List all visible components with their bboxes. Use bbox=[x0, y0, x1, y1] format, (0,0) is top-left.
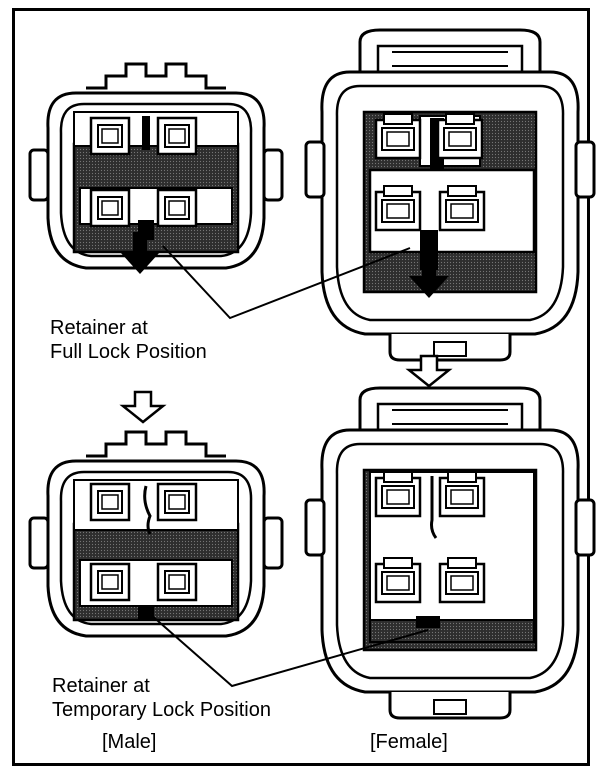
leader-line-temporary-lock bbox=[149, 613, 429, 688]
female-connector-temporary-lock bbox=[304, 386, 596, 720]
full-lock-label-line1: Retainer at bbox=[50, 317, 148, 339]
male-caption: [Male] bbox=[102, 731, 156, 753]
male-connector-full-lock bbox=[28, 62, 284, 270]
leader-line-full-lock bbox=[162, 245, 411, 320]
female-connector-full-lock bbox=[304, 28, 596, 362]
full-lock-label-line2: Full Lock Position bbox=[50, 341, 207, 363]
female-caption: [Female] bbox=[370, 731, 448, 753]
temp-lock-label-line1: Retainer at bbox=[52, 675, 150, 697]
male-connector-temporary-lock bbox=[28, 430, 284, 638]
hollow-down-arrow-icon bbox=[121, 390, 165, 424]
temp-lock-label-line2: Temporary Lock Position bbox=[52, 699, 271, 721]
